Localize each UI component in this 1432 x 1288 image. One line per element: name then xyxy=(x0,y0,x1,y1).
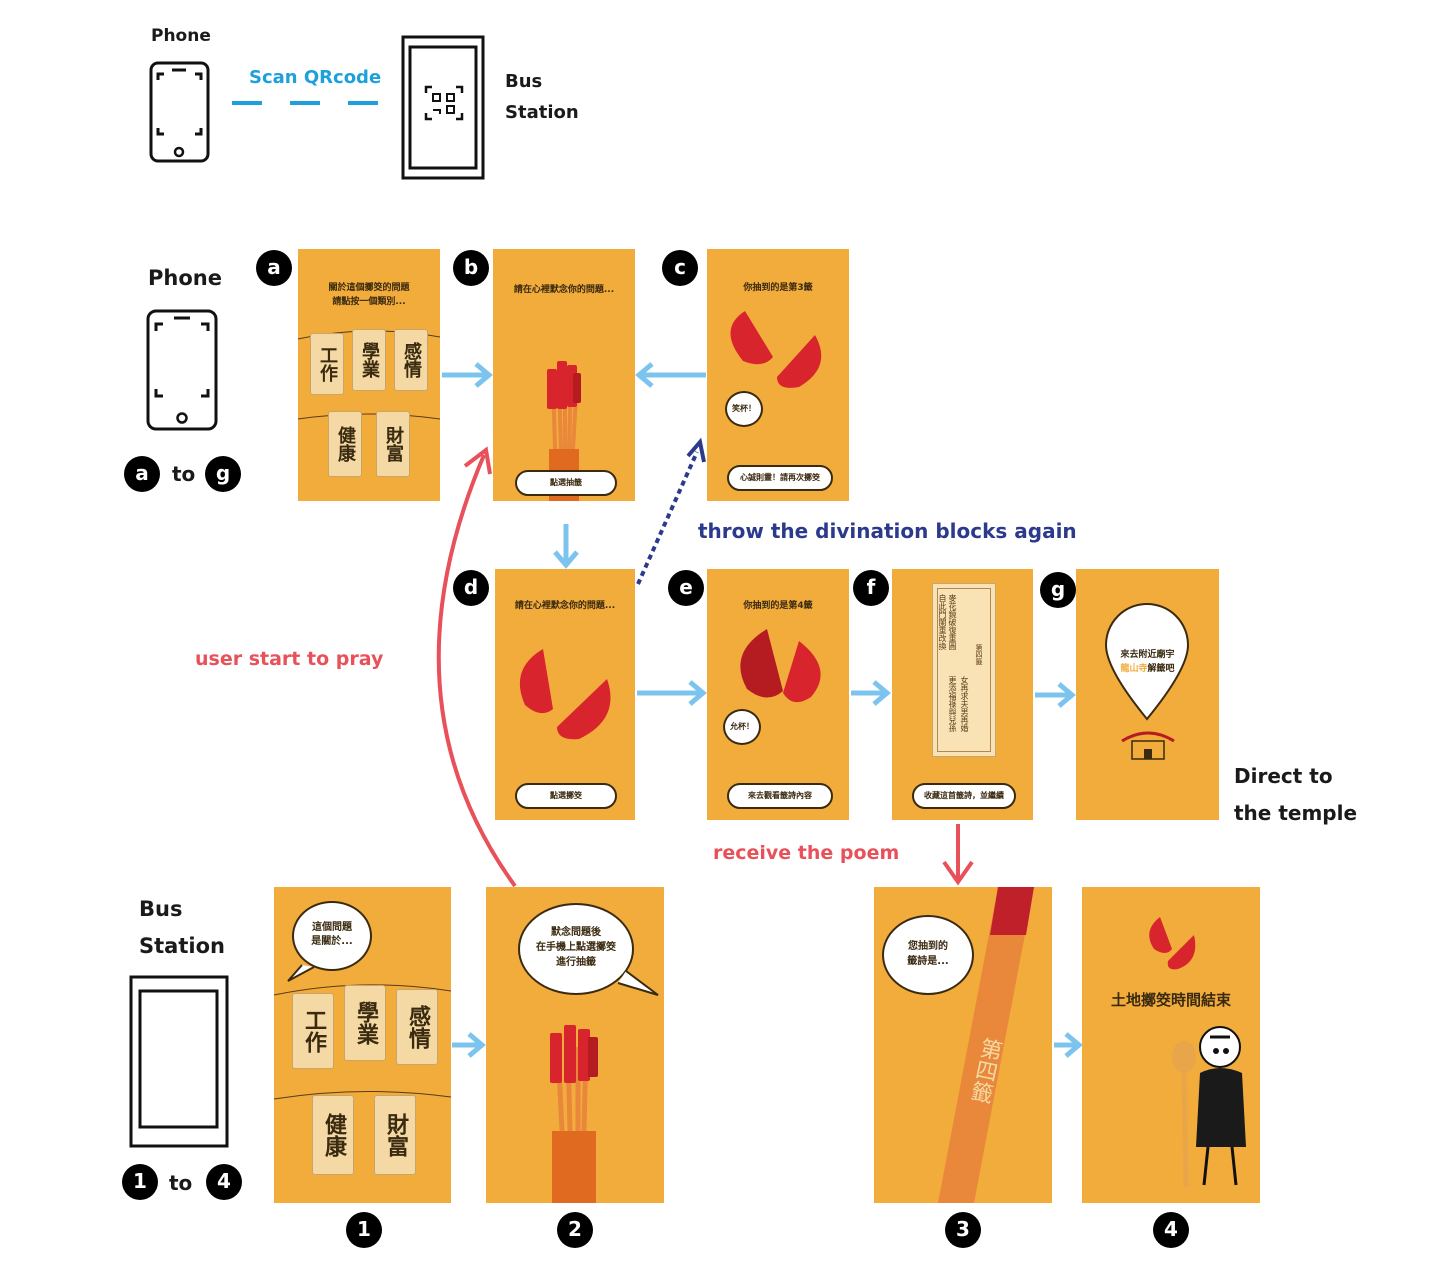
screen-1-bubble-line-1: 這個問題 xyxy=(312,922,352,933)
screen-3-bubble: 您抽到的 籤詩是... xyxy=(882,915,974,995)
screen-4-title: 土地擲筊時間結束 xyxy=(1110,991,1231,1009)
screen-3-bubble-line-2: 籤詩是... xyxy=(907,956,949,967)
arrow-throw-again xyxy=(636,437,706,585)
side-bus-label-2: Station xyxy=(139,934,225,958)
badge-4: 4 xyxy=(1153,1212,1189,1248)
screen-1-tag-study[interactable]: 學業 xyxy=(344,985,386,1061)
screen-3-stick-text: 第四籤 xyxy=(965,1035,1004,1105)
screen-f-poem-col-1: 自此門闌重改換 xyxy=(938,594,947,650)
arrow-3-to-4 xyxy=(1054,1032,1083,1058)
screen-2-bubble-line-1: 默念問題後 xyxy=(551,927,601,938)
screen-g-pin-tail: 解籤吧 xyxy=(1147,664,1175,674)
screen-3: 第四籤 您抽到的 籤詩是... xyxy=(874,887,1052,1203)
screen-f-poem-col-4: 女再求夫男再婚 xyxy=(960,676,969,732)
badge-e: e xyxy=(668,570,704,606)
screen-1-bubble-line-2: 是關於... xyxy=(311,936,353,947)
screen-g-location-pin xyxy=(1104,603,1190,721)
badge-c: c xyxy=(662,250,698,286)
screen-a: 關於這個擲筊的問題 請點按一個類別... 工作 學業 感情 健康 財富 xyxy=(297,249,441,501)
side-badge-a: a xyxy=(124,456,160,492)
screen-d-button[interactable]: 點選擲筊 xyxy=(515,783,617,809)
screen-2-bubble: 默念問題後 在手機上點選擲筊 進行抽籤 xyxy=(518,903,634,995)
side-badge-1: 1 xyxy=(122,1164,158,1200)
screen-g: 來去附近廟宇 龍山寺解籤吧 xyxy=(1076,569,1219,820)
screen-f-poem-title: 第四籤 xyxy=(975,644,983,665)
direct-temple-label-1: Direct to xyxy=(1234,764,1333,788)
arrow-b-to-d xyxy=(553,524,579,569)
arrow-1-to-2 xyxy=(452,1032,486,1058)
badge-f: f xyxy=(853,570,889,606)
start-pray-label: user start to pray xyxy=(195,648,384,670)
badge-g: g xyxy=(1040,572,1076,608)
arrow-f-to-g xyxy=(1035,682,1076,708)
screen-4-divination-blocks xyxy=(1149,917,1196,970)
screen-c-caption: 你抽到的是第3籤 xyxy=(743,283,813,293)
screen-a-tag-health[interactable]: 健康 xyxy=(328,411,362,477)
screen-d-caption: 請在心裡默念你的問題... xyxy=(514,601,616,611)
screen-a-caption-2: 請點按一個類別... xyxy=(332,297,406,307)
arrow-receive-poem xyxy=(942,824,974,886)
arrow-e-to-f xyxy=(851,680,891,706)
side-badge-4: 4 xyxy=(206,1164,242,1200)
side-badge-g: g xyxy=(205,456,241,492)
screen-a-tag-wealth[interactable]: 財富 xyxy=(376,411,410,477)
screen-d: 請在心裡默念你的問題... 點選擲筊 xyxy=(495,569,635,820)
screen-a-caption-1: 關於這個擲筊的問題 xyxy=(328,283,410,293)
screen-f-poem-col-2: 更添福祿與兒孫 xyxy=(948,676,957,732)
badge-b: b xyxy=(453,250,489,286)
screen-1: 這個問題 是關於... 工作 學業 感情 健康 財富 xyxy=(273,887,452,1203)
screen-1-tag-health[interactable]: 健康 xyxy=(312,1095,354,1175)
side-to-word-bus: to xyxy=(169,1171,193,1195)
screen-a-tag-love[interactable]: 感情 xyxy=(394,329,428,391)
screen-c: 你抽到的是第3籤 笑杯！ 心誠則靈！請再次擲筊 xyxy=(707,249,849,501)
screen-g-pin-line-2: 龍山寺解籤吧 xyxy=(1076,661,1219,674)
screen-e: 你抽到的是第4籤 允杯！ 來去觀看籤詩內容 xyxy=(707,569,849,820)
screen-3-bubble-line-1: 您抽到的 xyxy=(908,941,948,952)
screen-c-button[interactable]: 心誠則靈！請再次擲筊 xyxy=(727,465,833,491)
screen-b-button[interactable]: 點選抽籤 xyxy=(515,470,617,496)
arrow-a-to-b xyxy=(442,362,493,388)
badge-1: 1 xyxy=(346,1212,382,1248)
screen-b-caption: 請在心裡默念你的問題... xyxy=(513,285,615,295)
screen-g-pin-accent: 龍山寺 xyxy=(1120,664,1148,674)
top-bus-label-2: Station xyxy=(505,102,579,123)
direct-temple-label-2: the temple xyxy=(1234,801,1358,825)
screen-1-tag-wealth[interactable]: 財富 xyxy=(374,1095,416,1175)
arrow-c-to-b xyxy=(635,362,706,388)
screen-g-pin-line-1: 來去附近廟宇 xyxy=(1120,650,1175,660)
throw-again-label: throw the divination blocks again xyxy=(698,519,1077,543)
side-to-word-phone: to xyxy=(172,462,196,486)
screen-f-poem-card: 麥花鏡破復重圓 自此門闌重改換 更添福祿與兒孫 女再求夫男再婚 第四籤 xyxy=(932,583,996,757)
top-bus-label-1: Bus xyxy=(505,71,543,92)
screen-f-button[interactable]: 收藏這首籤詩，並繼續 xyxy=(912,783,1016,809)
side-bus-label-1: Bus xyxy=(139,897,183,921)
temple-icon xyxy=(1121,731,1175,760)
screen-2-bubble-line-3: 進行抽籤 xyxy=(556,957,596,968)
earth-god-figure xyxy=(1172,1026,1246,1188)
side-phone-label: Phone xyxy=(148,266,222,290)
badge-d: d xyxy=(453,570,489,606)
receive-poem-label: receive the poem xyxy=(713,842,900,864)
screen-4: 土地擲筊時間結束 xyxy=(1082,887,1260,1203)
screen-a-tag-study[interactable]: 學業 xyxy=(352,329,386,391)
scan-qrcode-label: Scan QRcode xyxy=(249,67,382,88)
screen-1-tag-work[interactable]: 工作 xyxy=(292,993,334,1069)
screen-a-tag-work[interactable]: 工作 xyxy=(310,333,344,395)
screen-2: 默念問題後 在手機上點選擲筊 進行抽籤 xyxy=(486,887,664,1203)
screen-f-poem-col-3: 麥花鏡破復重圓 xyxy=(948,594,957,650)
arrow-d-to-e xyxy=(637,680,707,706)
screen-b: 請在心裡默念你的問題... 點選抽籤 xyxy=(493,249,635,501)
badge-2: 2 xyxy=(557,1212,593,1248)
screen-1-tag-love[interactable]: 感情 xyxy=(396,989,438,1065)
screen-f: 麥花鏡破復重圓 自此門闌重改換 更添福祿與兒孫 女再求夫男再婚 第四籤 收藏這首… xyxy=(892,569,1033,820)
screen-2-bubble-line-2: 在手機上點選擲筊 xyxy=(536,942,616,953)
badge-a: a xyxy=(256,250,292,286)
screen-c-bubble: 笑杯！ xyxy=(725,391,763,427)
screen-1-bubble: 這個問題 是關於... xyxy=(292,901,372,971)
badge-3: 3 xyxy=(945,1212,981,1248)
screen-e-caption: 你抽到的是第4籤 xyxy=(743,601,813,611)
screen-e-bubble: 允杯！ xyxy=(723,709,761,745)
top-phone-label: Phone xyxy=(151,26,211,46)
screen-e-button[interactable]: 來去觀看籤詩內容 xyxy=(727,783,833,809)
